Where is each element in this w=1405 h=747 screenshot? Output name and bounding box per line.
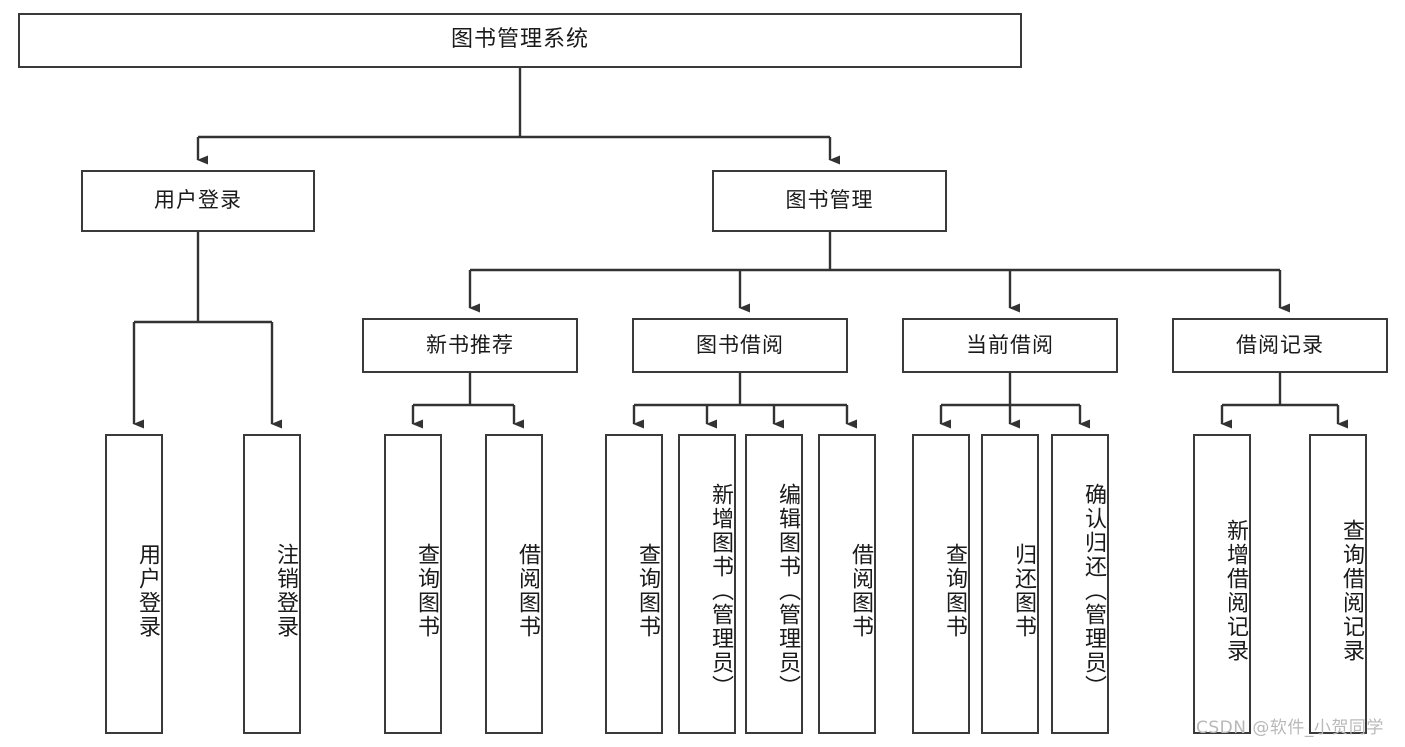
node-new-book-recommend[interactable]: 新书推荐 xyxy=(362,318,578,373)
leaf-query-book-recommend[interactable]: 查询图书 xyxy=(384,434,442,734)
node-label: 借阅图书 xyxy=(515,543,540,639)
leaf-return-book[interactable]: 归还图书 xyxy=(981,434,1039,734)
node-label: 新增借阅记录 xyxy=(1223,519,1248,663)
node-current-borrow[interactable]: 当前借阅 xyxy=(902,318,1118,373)
leaf-borrow-book[interactable]: 借阅图书 xyxy=(818,434,876,734)
node-label: 新书推荐 xyxy=(426,332,514,357)
leaf-confirm-return-admin[interactable]: 确认归还（管理员） xyxy=(1051,434,1109,734)
node-label: 编辑图书（管理员） xyxy=(775,483,800,699)
leaf-add-borrow-record[interactable]: 新增借阅记录 xyxy=(1193,434,1251,734)
node-borrow-record[interactable]: 借阅记录 xyxy=(1172,318,1388,373)
node-book-borrow[interactable]: 图书借阅 xyxy=(632,318,848,373)
node-book-management[interactable]: 图书管理 xyxy=(712,170,947,232)
leaf-query-book-current[interactable]: 查询图书 xyxy=(912,434,970,734)
leaf-user-login[interactable]: 用户登录 xyxy=(105,434,163,734)
leaf-logout[interactable]: 注销登录 xyxy=(243,434,301,734)
node-label: 用户登录 xyxy=(154,188,242,213)
node-label: 借阅记录 xyxy=(1236,332,1324,357)
node-label: 查询借阅记录 xyxy=(1339,519,1364,663)
node-label: 注销登录 xyxy=(273,543,298,639)
node-label: 查询图书 xyxy=(414,543,439,639)
node-label: 图书管理 xyxy=(785,188,874,213)
leaf-query-book-borrow[interactable]: 查询图书 xyxy=(605,434,663,734)
node-label: 用户登录 xyxy=(135,543,160,639)
node-label: 图书借阅 xyxy=(696,332,784,357)
node-user-login[interactable]: 用户登录 xyxy=(81,170,315,232)
node-label: 图书管理系统 xyxy=(450,27,589,53)
leaf-edit-book-admin[interactable]: 编辑图书（管理员） xyxy=(745,434,803,734)
leaf-query-borrow-record[interactable]: 查询借阅记录 xyxy=(1309,434,1367,734)
node-label: 查询图书 xyxy=(635,543,660,639)
node-label: 当前借阅 xyxy=(966,332,1054,357)
leaf-borrow-book-recommend[interactable]: 借阅图书 xyxy=(485,434,543,734)
node-root-book-management-system[interactable]: 图书管理系统 xyxy=(18,13,1022,68)
node-label: 查询图书 xyxy=(942,543,967,639)
node-label: 归还图书 xyxy=(1011,543,1036,639)
leaf-add-book-admin[interactable]: 新增图书（管理员） xyxy=(678,434,736,734)
node-label: 新增图书（管理员） xyxy=(708,483,733,699)
node-label: 确认归还（管理员） xyxy=(1081,483,1106,699)
csdn-watermark: CSDN @软件_小贺同学 xyxy=(1196,718,1384,738)
node-label: 借阅图书 xyxy=(848,543,873,639)
